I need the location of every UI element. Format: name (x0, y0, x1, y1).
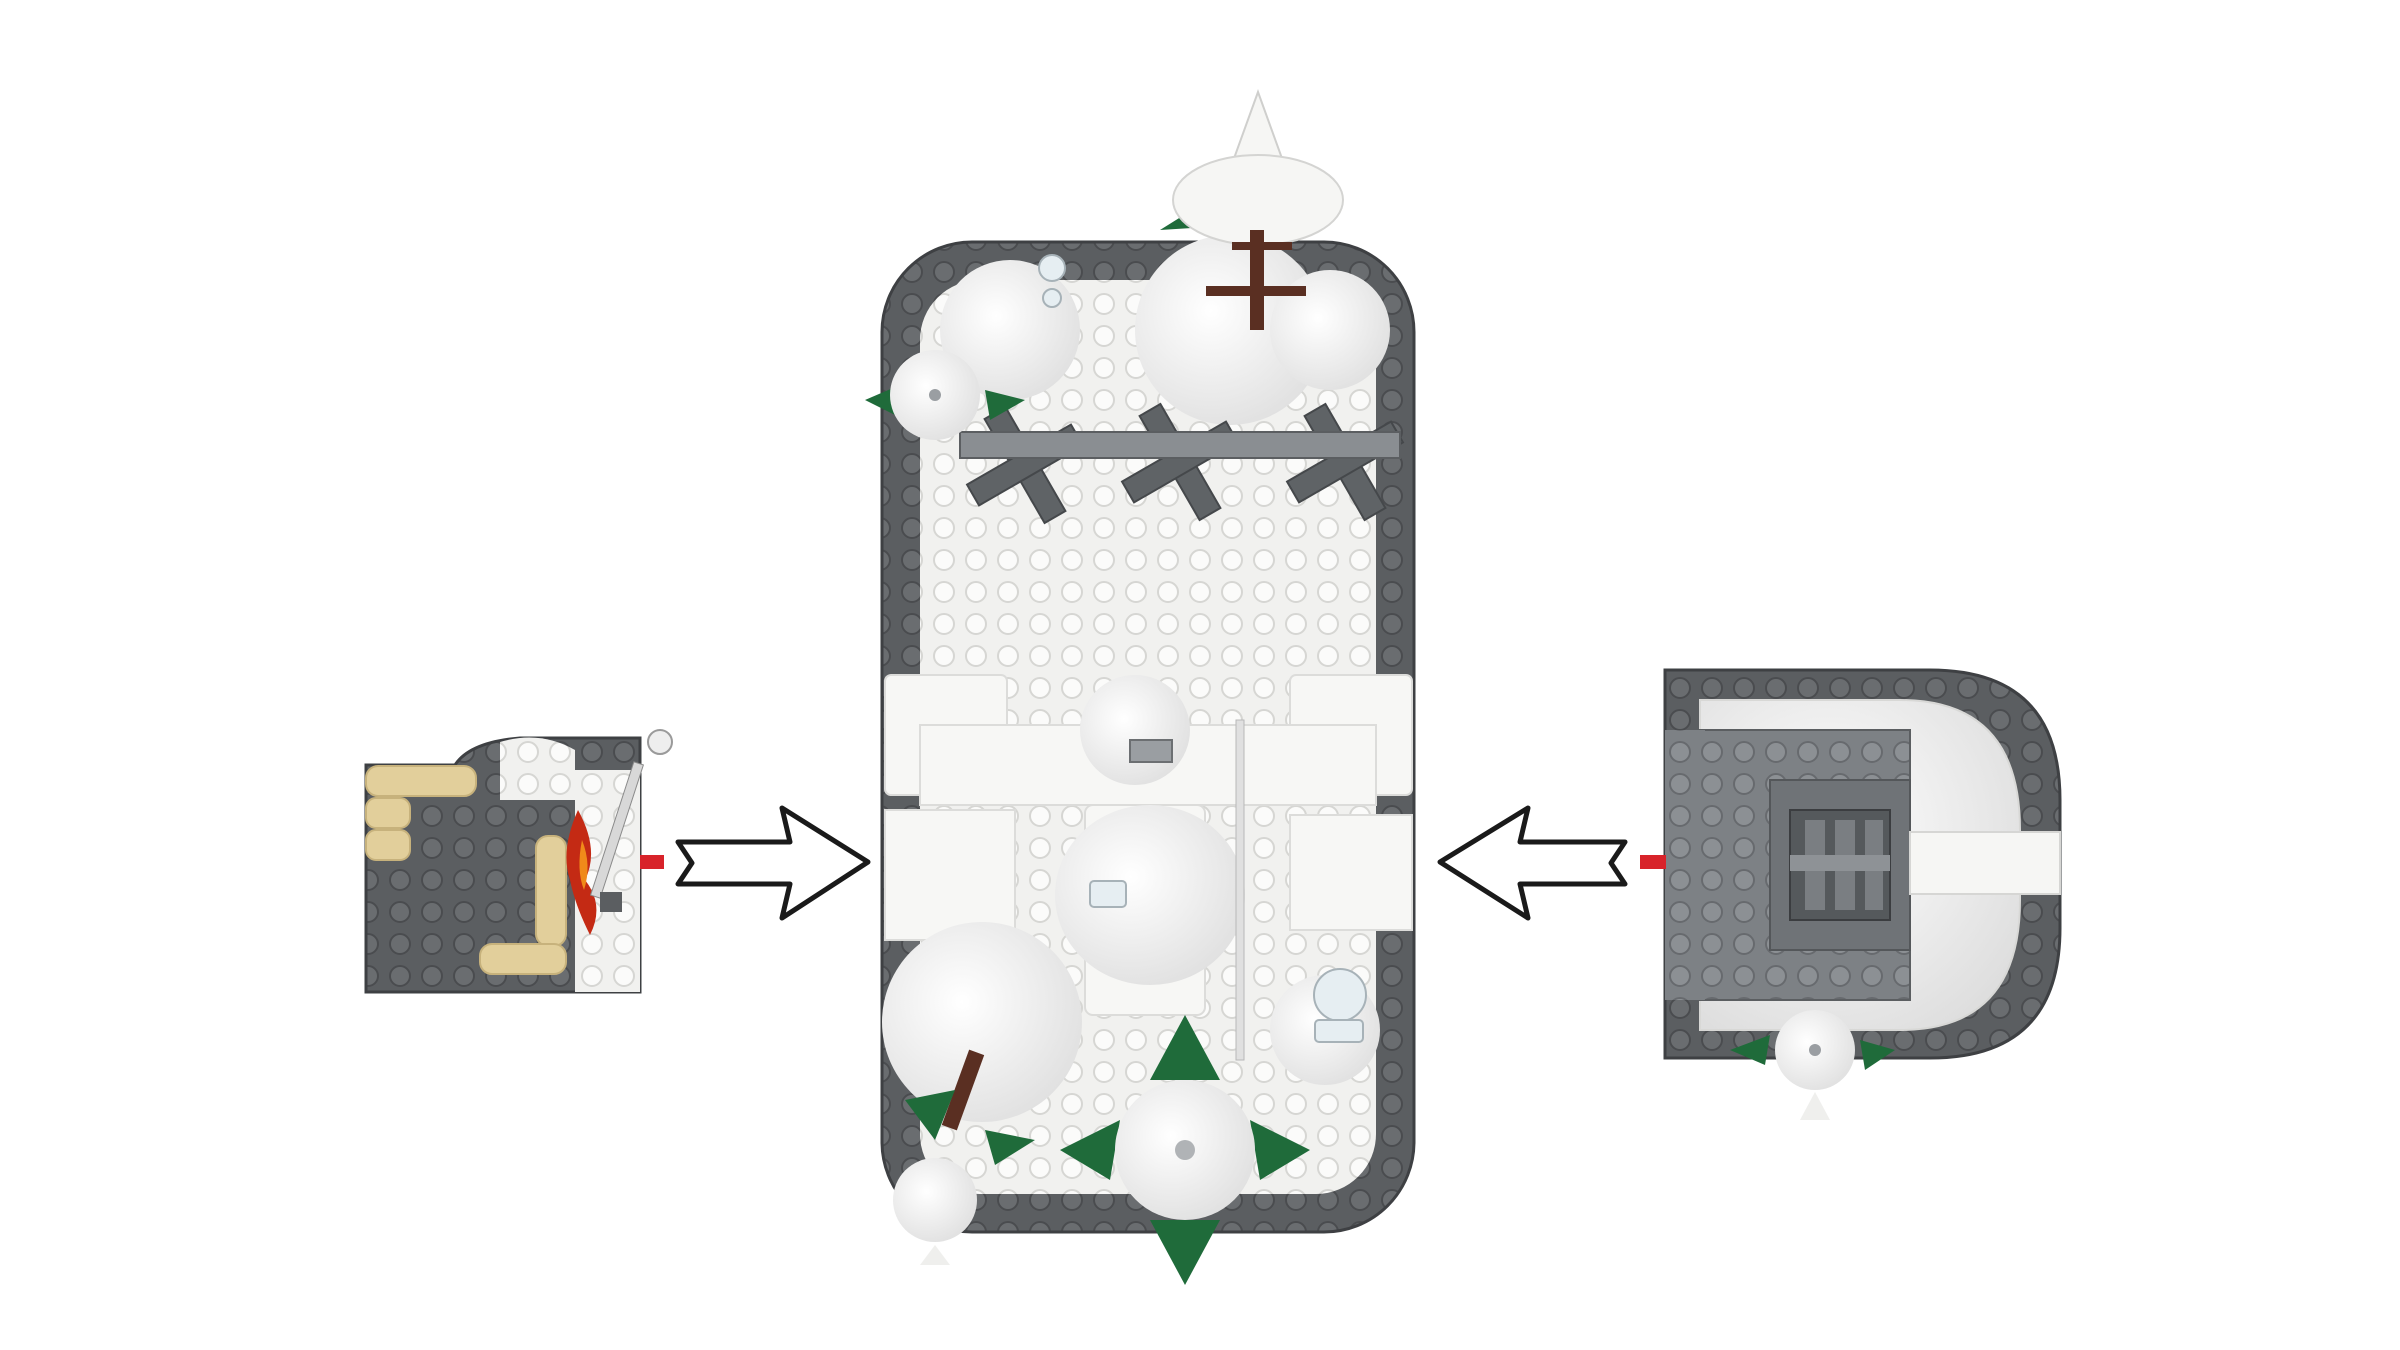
snowy-tree-bottom-center (1060, 1015, 1310, 1285)
left-red-connector (640, 855, 664, 869)
snowy-tree-bottom-left (893, 1049, 1035, 1265)
tan-path-tiles (365, 765, 567, 975)
arrow-left-icon (1437, 805, 1628, 921)
arrow-right-icon (675, 805, 871, 921)
white-track-tile (1909, 831, 2061, 895)
right-red-connector (1640, 855, 1666, 869)
snowy-tree-left (865, 350, 1025, 440)
campfire-flame (566, 810, 597, 935)
gate-mechanism (1789, 809, 1891, 921)
clear-studs (1038, 254, 1367, 1043)
left-white-corner (500, 737, 575, 800)
right-module (1640, 668, 2062, 1120)
left-module (364, 729, 673, 994)
grey-crosses (959, 402, 1405, 525)
snowy-pine-tree-top (1160, 89, 1344, 330)
center-module (865, 89, 1416, 1285)
grey-brick-left (1665, 730, 1705, 1000)
snowy-tree-right (1730, 1010, 1895, 1120)
torch-rod (589, 729, 673, 912)
antenna-bar (1235, 719, 1245, 1061)
